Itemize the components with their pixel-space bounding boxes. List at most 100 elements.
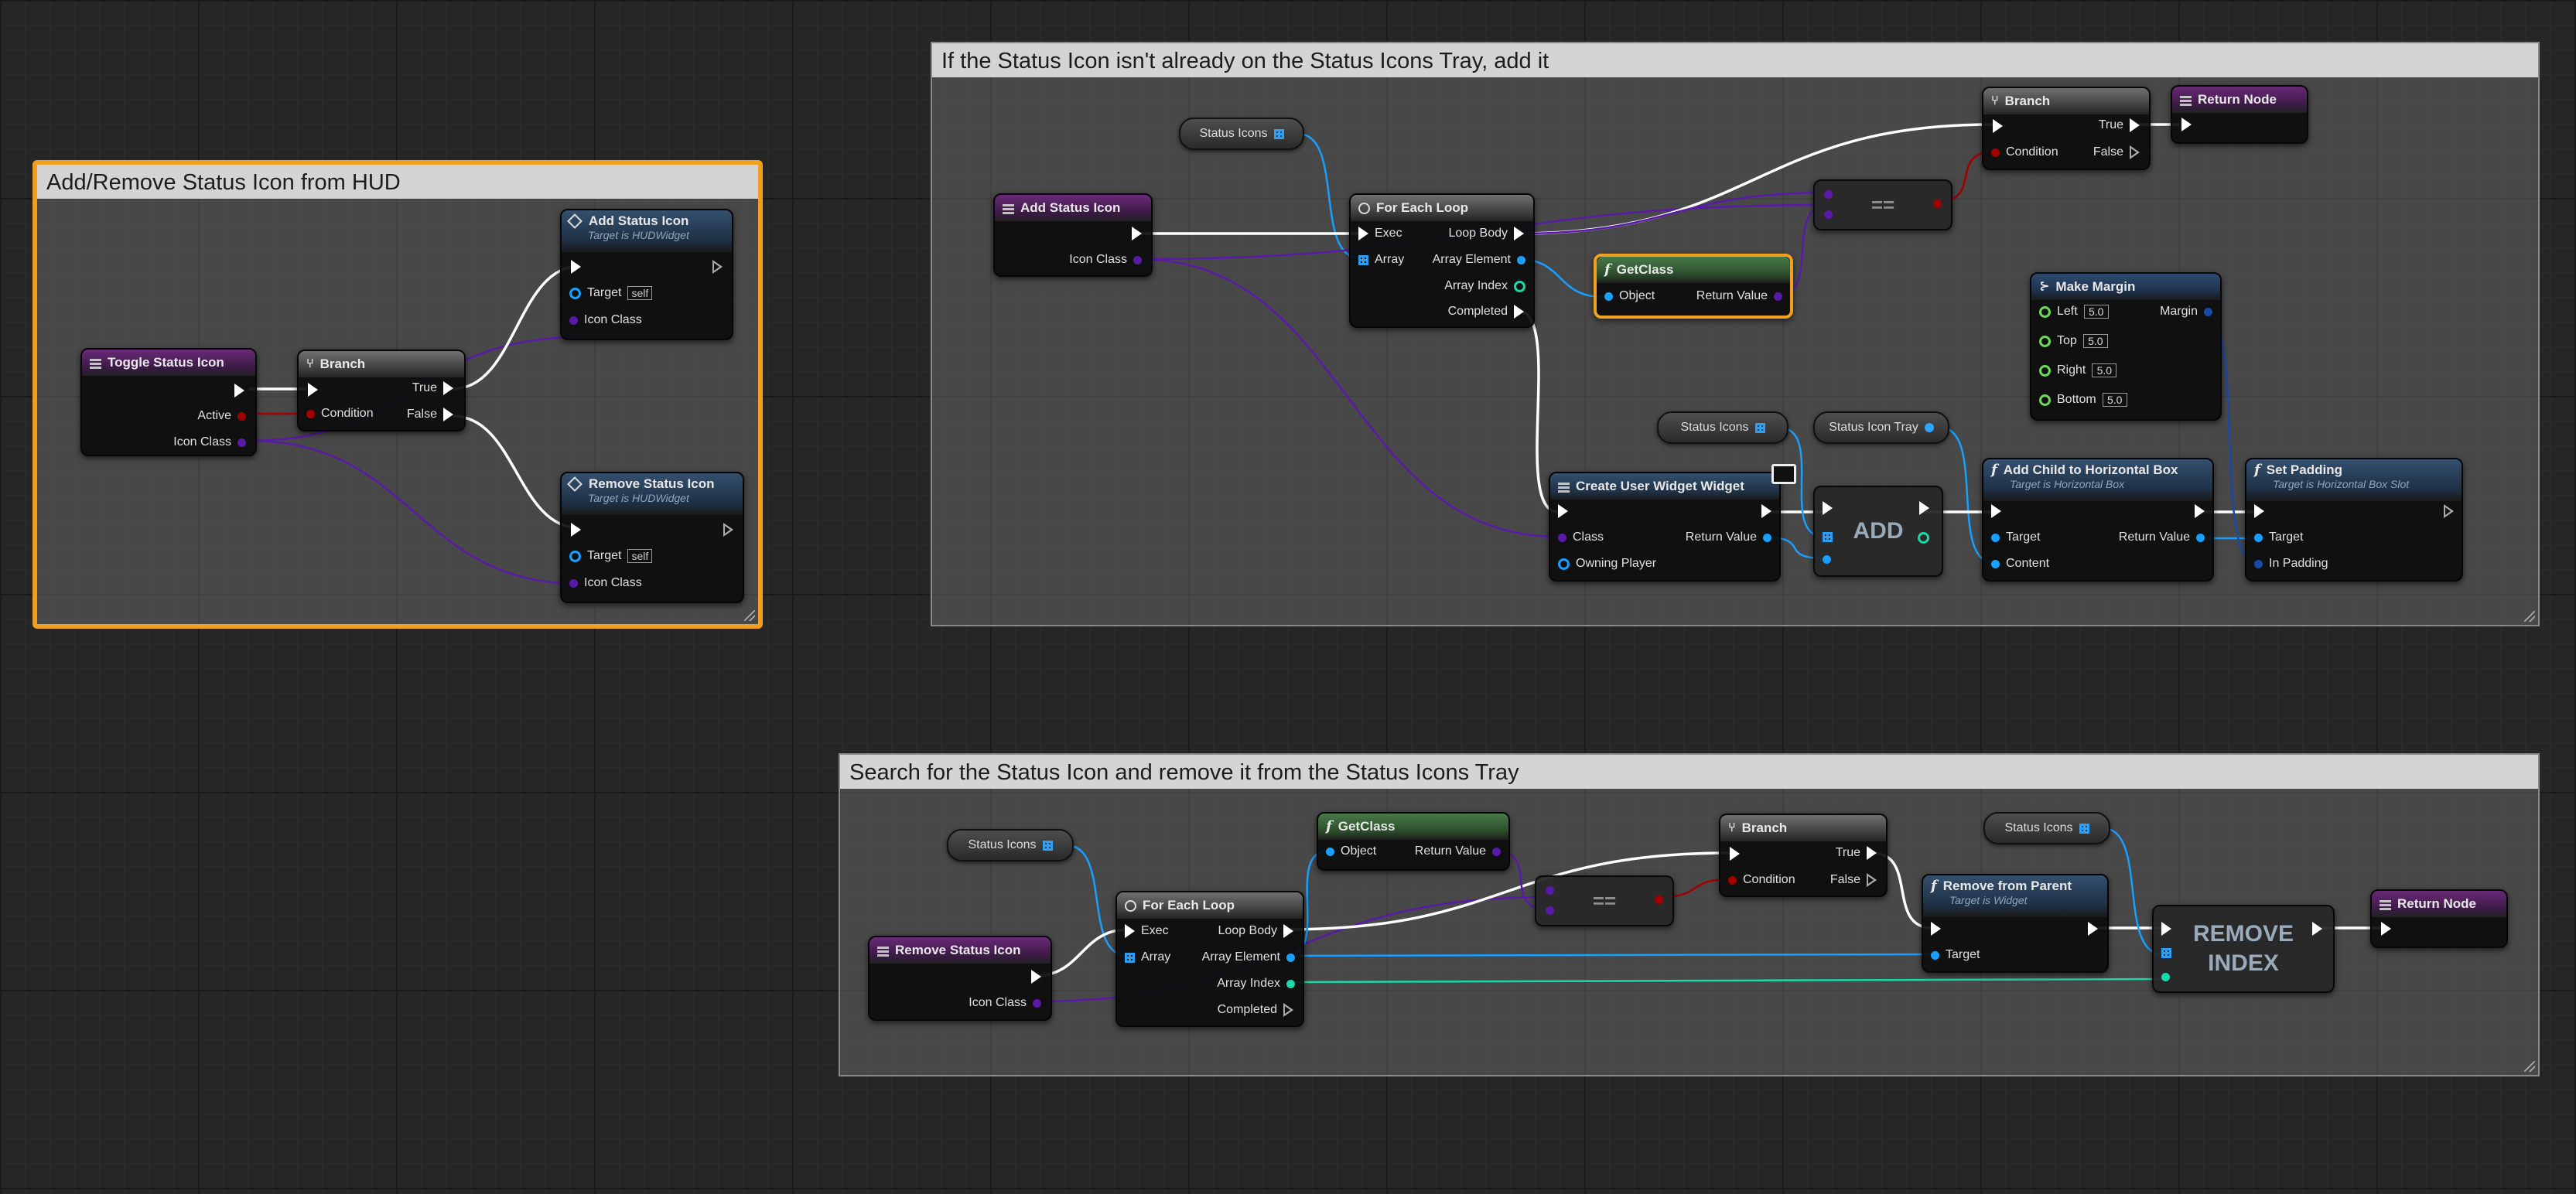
target-pin[interactable]: Target: [1991, 530, 2040, 544]
in-padding-pin[interactable]: In Padding: [2254, 557, 2328, 571]
branch-node-remove[interactable]: ⑂Branch Condition True False: [1719, 814, 1888, 897]
for-each-loop-node-add[interactable]: For Each Loop Exec Array Loop Body Array…: [1349, 193, 1535, 328]
array-in-pin[interactable]: Array: [1125, 950, 1170, 964]
condition-pin[interactable]: Condition: [1991, 145, 2058, 159]
array-pin-icon[interactable]: [1042, 840, 1053, 851]
branch-node-add[interactable]: ⑂Branch Condition True False: [1982, 87, 2151, 170]
exec-in-pin[interactable]: [571, 260, 581, 274]
exec-in-pin[interactable]: [1730, 847, 1740, 861]
icon-class-pin[interactable]: Icon Class: [569, 313, 642, 327]
bottom-value-input[interactable]: 5.0: [2102, 393, 2127, 407]
class-pin-icon[interactable]: [1824, 210, 1833, 219]
bool-pin-icon[interactable]: [1933, 200, 1942, 208]
equal-node-add[interactable]: ==: [1813, 179, 1952, 230]
resize-grip[interactable]: [744, 610, 755, 621]
completed-pin[interactable]: Completed: [1448, 305, 1524, 319]
true-pin[interactable]: True: [412, 381, 453, 395]
exec-in-pin[interactable]: [2381, 922, 2391, 936]
exec-out-pin[interactable]: [2088, 922, 2098, 936]
class-pin-icon[interactable]: [1546, 906, 1554, 915]
array-add-node[interactable]: ADD: [1813, 486, 1943, 577]
status-icons-variable[interactable]: Status Icons: [1657, 411, 1789, 444]
true-pin[interactable]: True: [1836, 846, 1877, 860]
branch-node-hud[interactable]: ⑂Branch Condition True False: [297, 350, 466, 432]
owning-player-pin[interactable]: Owning Player: [1558, 557, 1656, 571]
exec-in-pin[interactable]: [1823, 501, 1833, 515]
target-pin[interactable]: Target: [1931, 948, 1980, 962]
array-index-pin[interactable]: Array Index: [1217, 977, 1295, 991]
condition-pin[interactable]: Condition: [1728, 873, 1795, 887]
self-default-value[interactable]: self: [627, 549, 653, 563]
bool-pin-icon[interactable]: [1655, 896, 1663, 904]
for-each-loop-node-remove[interactable]: For Each Loop Exec Array Loop Body Array…: [1115, 891, 1304, 1027]
integer-pin-icon[interactable]: [2161, 973, 2170, 981]
class-pin-icon[interactable]: [1824, 190, 1833, 199]
icon-class-pin[interactable]: Icon Class: [969, 996, 1041, 1010]
return-value-pin[interactable]: Return Value: [1415, 844, 1501, 858]
exec-in-pin[interactable]: [1991, 504, 2001, 518]
exec-in-pin[interactable]: [571, 523, 581, 537]
class-pin[interactable]: Class: [1558, 530, 1604, 544]
active-pin[interactable]: Active: [197, 409, 246, 423]
comment-title[interactable]: If the Status Icon isn't already on the …: [932, 43, 2538, 77]
exec-in-pin[interactable]: Exec: [1125, 924, 1169, 938]
return-value-pin[interactable]: Return Value: [1696, 289, 1782, 303]
icon-class-pin[interactable]: Icon Class: [569, 576, 642, 590]
false-pin[interactable]: False: [2093, 145, 2140, 159]
target-pin[interactable]: Target: [2254, 530, 2303, 544]
array-index-pin[interactable]: Array Index: [1444, 279, 1525, 293]
comment-title[interactable]: Add/Remove Status Icon from HUD: [37, 165, 758, 199]
status-icons-variable[interactable]: Status Icons: [1983, 812, 2110, 844]
comment-title[interactable]: Search for the Status Icon and remove it…: [840, 755, 2538, 789]
exec-in-pin[interactable]: [2161, 922, 2171, 936]
event-node-toggle-status-icon[interactable]: Toggle Status Icon Active Icon Class: [80, 348, 257, 456]
array-pin-icon[interactable]: [2079, 823, 2089, 834]
condition-pin[interactable]: Condition: [306, 407, 374, 421]
array-element-pin[interactable]: Array Element: [1433, 253, 1525, 267]
array-in-pin[interactable]: Array: [1358, 253, 1404, 267]
equal-node-remove[interactable]: ==: [1535, 875, 1674, 926]
left-value-input[interactable]: 5.0: [2083, 305, 2109, 319]
resize-grip[interactable]: [2524, 611, 2535, 622]
margin-out-pin[interactable]: Margin: [2160, 305, 2212, 319]
array-remove-index-node[interactable]: REMOVE INDEX: [2152, 905, 2335, 993]
object-pin-icon[interactable]: [1924, 423, 1934, 432]
exec-out-pin[interactable]: [1132, 227, 1142, 241]
icon-class-pin[interactable]: Icon Class: [173, 435, 246, 449]
event-node-remove-status-icon[interactable]: Remove Status Icon Icon Class: [868, 936, 1052, 1021]
exec-out-pin[interactable]: [723, 523, 733, 537]
exec-in-pin[interactable]: [1931, 922, 1941, 936]
array-pin-icon[interactable]: [1273, 128, 1284, 139]
status-icons-variable[interactable]: Status Icons: [947, 829, 1074, 861]
exec-in-pin[interactable]: [2254, 504, 2264, 518]
exec-out-pin[interactable]: [1919, 501, 1929, 515]
object-pin-icon[interactable]: [1823, 555, 1831, 564]
return-node-add[interactable]: Return Node: [2171, 85, 2308, 144]
false-pin[interactable]: False: [407, 408, 453, 421]
content-pin[interactable]: Content: [1991, 557, 2049, 571]
false-pin[interactable]: False: [1830, 873, 1877, 887]
exec-out-pin[interactable]: [2195, 504, 2205, 518]
resize-grip[interactable]: [2524, 1061, 2535, 1072]
completed-pin[interactable]: Completed: [1218, 1003, 1293, 1017]
object-pin[interactable]: Object: [1326, 844, 1376, 858]
create-widget-node[interactable]: Create User Widget Widget Class Owning P…: [1549, 464, 1796, 582]
true-pin[interactable]: True: [2099, 118, 2140, 132]
self-default-value[interactable]: self: [627, 286, 653, 300]
class-pin-icon[interactable]: [1546, 886, 1554, 895]
object-pin[interactable]: Object: [1604, 289, 1655, 303]
loop-body-pin[interactable]: Loop Body: [1218, 924, 1293, 938]
exec-out-pin[interactable]: [2312, 922, 2322, 936]
exec-in-pin[interactable]: [308, 383, 318, 397]
